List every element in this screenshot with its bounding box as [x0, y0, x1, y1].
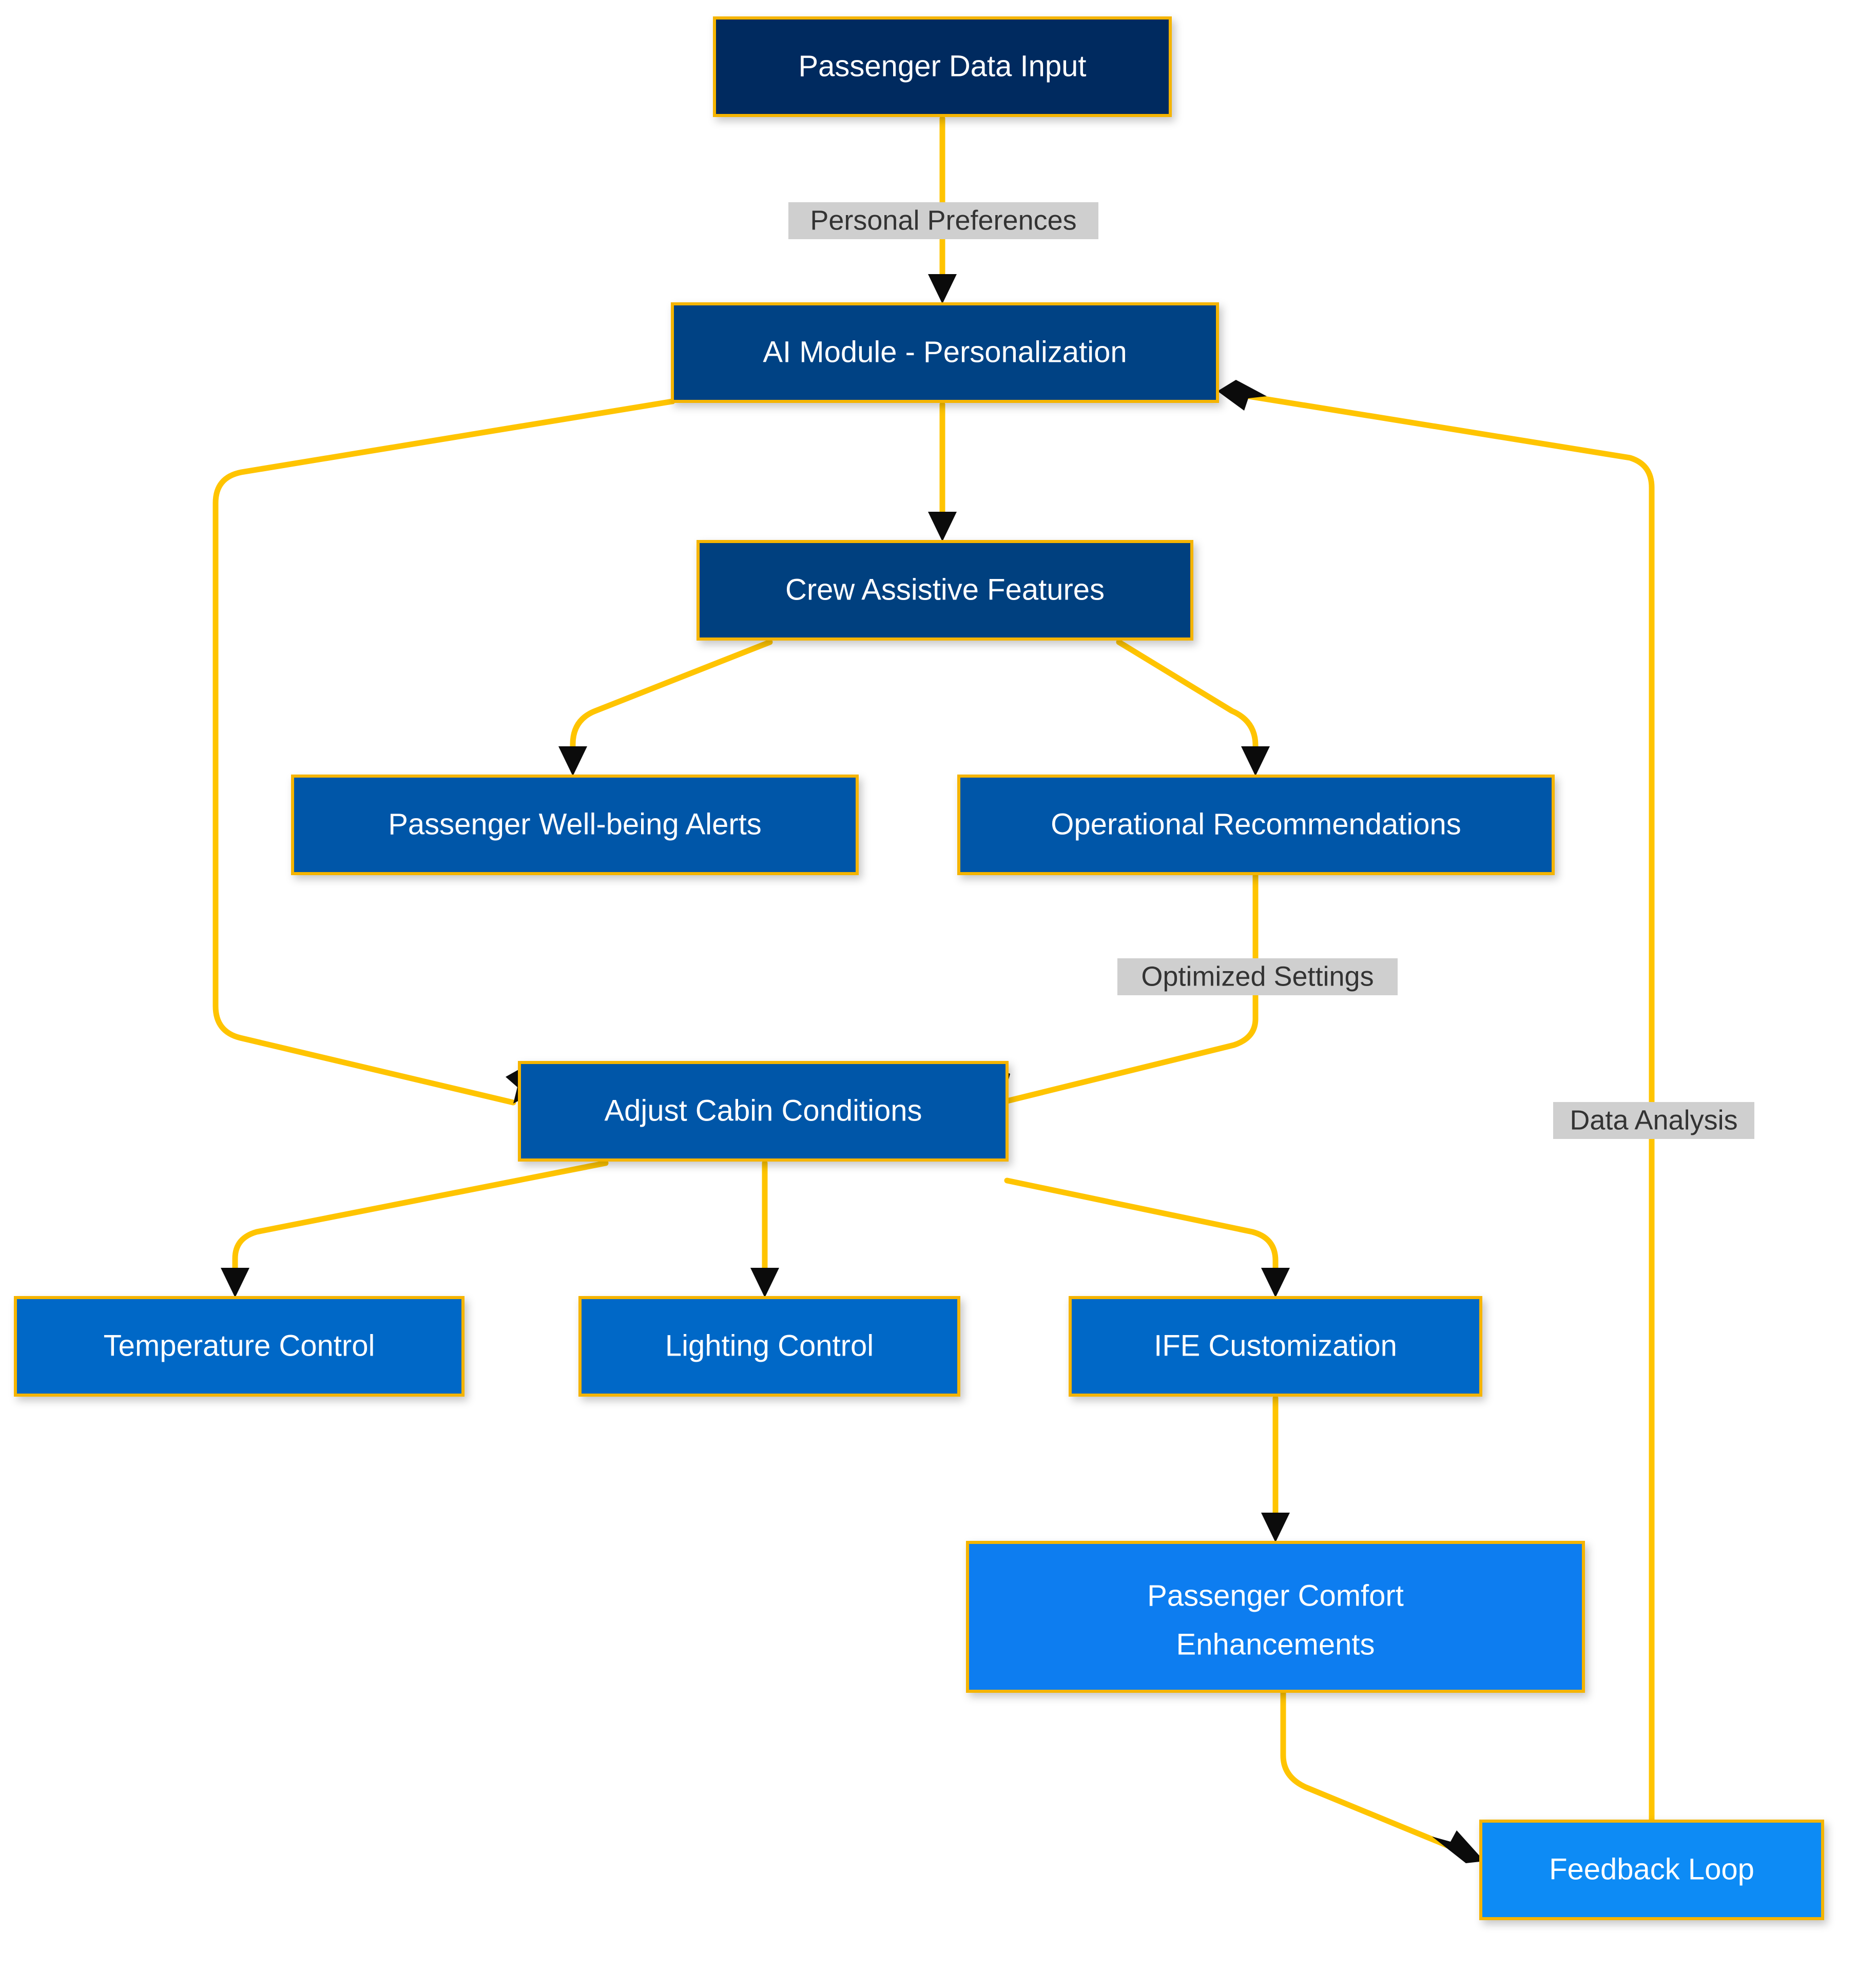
node-box[interactable]	[713, 16, 1172, 117]
edge-crew-assistive-to-operational-recs	[1116, 639, 1270, 776]
edge-path	[1239, 392, 1655, 1824]
node-box[interactable]	[291, 775, 859, 875]
arrowhead-icon	[1241, 746, 1270, 776]
node-ai-module-personalization[interactable]: AI Module - Personalization	[671, 302, 1219, 403]
edge-label-text: Personal Preferences	[810, 205, 1076, 236]
node-box[interactable]	[697, 540, 1193, 641]
arrowhead-icon	[1261, 1268, 1290, 1298]
node-box[interactable]	[1479, 1820, 1824, 1920]
node-box[interactable]	[14, 1296, 465, 1397]
arrowhead-icon	[1261, 1513, 1290, 1542]
node-box[interactable]	[966, 1541, 1585, 1693]
edge-label-text: Data Analysis	[1570, 1105, 1737, 1135]
node-lighting-control[interactable]: Lighting Control	[578, 1296, 960, 1397]
edge-path	[232, 1160, 609, 1284]
node-passenger-wellbeing-alerts[interactable]: Passenger Well-being Alerts	[291, 775, 859, 875]
edge-label-background	[1553, 1102, 1754, 1139]
edge-feedback-loop-to-ai-module	[1217, 380, 1655, 1824]
arrowhead-icon	[1217, 380, 1267, 411]
edge-label-background	[1117, 958, 1398, 995]
edge-label-text: Optimized Settings	[1141, 961, 1374, 992]
edge-label-personal-preferences: Personal Preferences	[788, 202, 1098, 239]
edge-adjust-cabin-to-temperature	[221, 1160, 609, 1298]
edge-path	[1004, 1177, 1279, 1284]
edge-ai-module-to-crew-assistive	[928, 401, 957, 542]
edge-comfort-enhancements-to-feedback-loop	[1280, 1689, 1484, 1863]
node-ife-customization[interactable]: IFE Customization	[1069, 1296, 1482, 1397]
node-adjust-cabin-conditions[interactable]: Adjust Cabin Conditions	[518, 1061, 1009, 1162]
edge-label-data-analysis: Data Analysis	[1553, 1102, 1754, 1139]
arrowhead-icon	[750, 1268, 779, 1298]
edge-adjust-cabin-to-ife	[1004, 1177, 1290, 1298]
node-operational-recommendations[interactable]: Operational Recommendations	[957, 775, 1555, 875]
arrowhead-icon	[928, 274, 957, 304]
edge-adjust-cabin-to-lighting	[750, 1160, 779, 1298]
node-temperature-control[interactable]: Temperature Control	[14, 1296, 465, 1397]
edge-path	[1280, 1689, 1471, 1857]
node-box[interactable]	[518, 1061, 1009, 1162]
node-crew-assistive-features[interactable]: Crew Assistive Features	[697, 540, 1193, 641]
edge-ai-module-to-adjust-cabin	[212, 398, 675, 1106]
node-box[interactable]	[578, 1296, 960, 1397]
edge-path	[1116, 639, 1259, 763]
edge-label-background	[788, 202, 1098, 239]
arrowhead-icon	[558, 746, 587, 776]
edge-ife-to-comfort-enhancements	[1261, 1395, 1290, 1542]
edge-label-optimized-settings: Optimized Settings	[1117, 958, 1398, 995]
arrowhead-icon	[928, 512, 957, 542]
node-passenger-data-input[interactable]: Passenger Data Input	[713, 16, 1172, 117]
node-passenger-comfort-enhancements[interactable]: Passenger Comfort Enhancements	[966, 1541, 1585, 1693]
nodes-layer: Passenger Data Input AI Module - Persona…	[14, 16, 1824, 1920]
edge-path	[998, 873, 1259, 1106]
node-box[interactable]	[1069, 1296, 1482, 1397]
edge-path	[212, 398, 675, 1106]
node-feedback-loop[interactable]: Feedback Loop	[1479, 1820, 1824, 1920]
arrowhead-icon	[221, 1268, 249, 1298]
edge-crew-assistive-to-wellbeing-alerts	[558, 639, 773, 776]
arrowhead-icon	[1432, 1830, 1484, 1863]
edge-path	[570, 639, 773, 763]
node-box[interactable]	[671, 302, 1219, 403]
node-box[interactable]	[957, 775, 1555, 875]
edge-labels-layer: Personal Preferences Optimized Settings …	[788, 202, 1754, 1139]
